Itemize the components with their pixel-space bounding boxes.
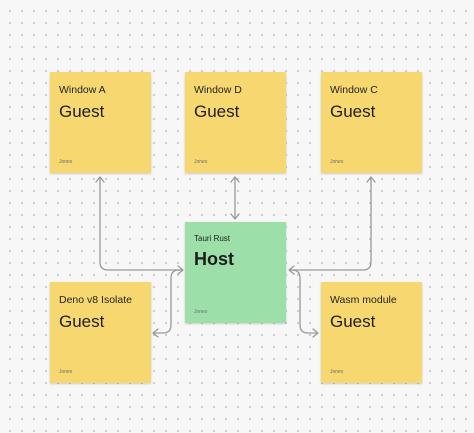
arrowhead-deno (152, 328, 159, 338)
note-title: Host (194, 249, 234, 269)
arrowhead-host-from-window-a (177, 265, 184, 275)
connector-window-a-host[interactable] (99, 177, 183, 271)
note-subtitle: Window A (59, 84, 106, 96)
note-title: Guest (59, 312, 105, 331)
arrowhead-host-from-window-d (230, 213, 240, 220)
sticky-note-window-c[interactable]: Window C Guest Jones (321, 72, 422, 173)
arrowhead-host-from-window-c (288, 265, 295, 275)
note-author: Jones (330, 159, 344, 165)
connector-deno-host[interactable] (153, 269, 183, 334)
sticky-note-host[interactable]: Tauri Rust Host Jones (185, 222, 286, 323)
note-subtitle: Tauri Rust (194, 234, 231, 243)
note-subtitle: Window D (194, 84, 242, 96)
sticky-note-window-a[interactable]: Window A Guest Jones (50, 72, 151, 173)
connector-window-c-host[interactable] (289, 177, 372, 271)
arrowhead-wasm (312, 328, 319, 338)
note-title: Guest (330, 312, 376, 331)
sticky-note-window-d[interactable]: Window D Guest Jones (185, 72, 286, 173)
note-author: Jones (330, 369, 344, 375)
note-author: Jones (59, 369, 73, 375)
arrowhead-window-a (95, 176, 105, 183)
note-subtitle: Deno v8 Isolate (59, 294, 132, 306)
arrowhead-window-d (230, 176, 240, 183)
sticky-note-deno[interactable]: Deno v8 Isolate Guest Jones (50, 282, 151, 383)
note-title: Guest (330, 102, 376, 121)
note-subtitle: Window C (330, 84, 378, 96)
sticky-note-wasm[interactable]: Wasm module Guest Jones (321, 282, 422, 383)
note-author: Jones (59, 159, 73, 165)
note-title: Guest (59, 102, 105, 121)
note-title: Guest (194, 102, 240, 121)
arrowhead-window-c (366, 176, 376, 183)
note-author: Jones (194, 309, 208, 315)
note-author: Jones (194, 159, 208, 165)
connector-wasm-host[interactable] (289, 269, 318, 334)
note-subtitle: Wasm module (330, 294, 397, 306)
